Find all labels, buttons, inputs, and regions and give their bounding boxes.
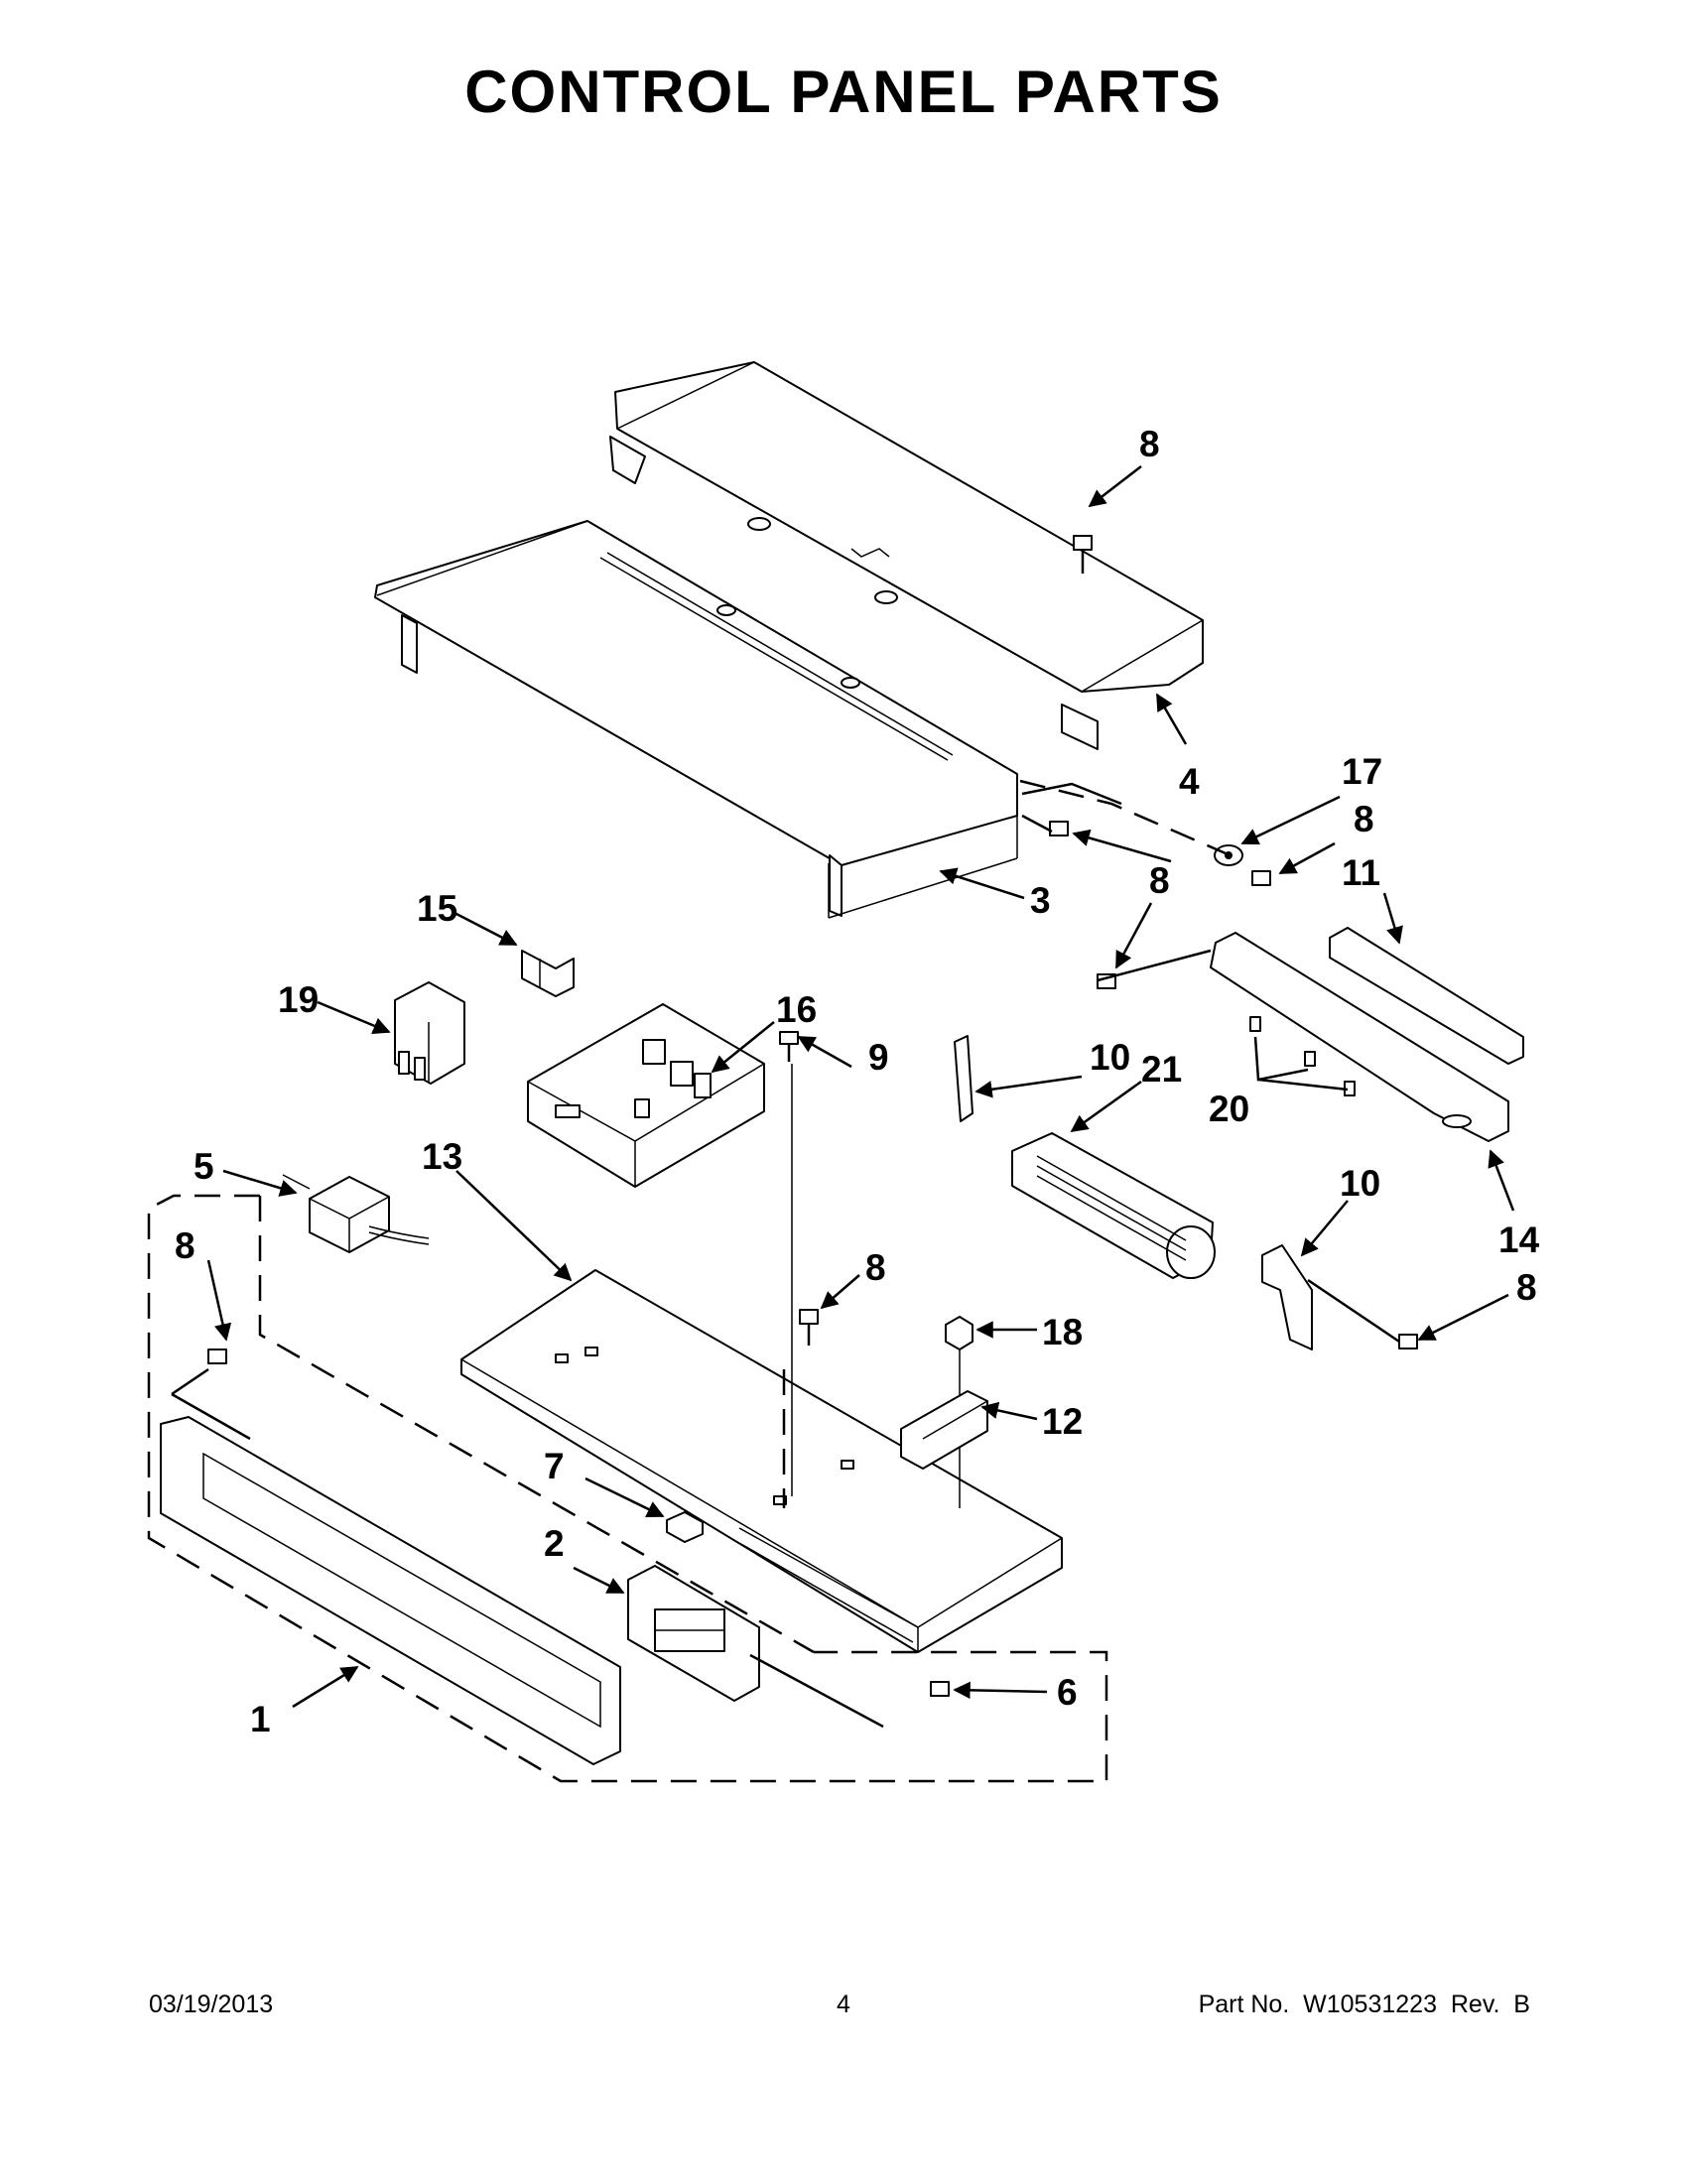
- callout-16: 16: [776, 989, 817, 1030]
- callout-18: 18: [1042, 1312, 1083, 1352]
- callout-11: 11: [1342, 852, 1380, 893]
- screw-8g: [1398, 1334, 1418, 1349]
- screw-8c: [1049, 821, 1069, 836]
- callout-4: 4: [1179, 761, 1200, 802]
- callout-19: 19: [278, 979, 319, 1020]
- callout-9: 9: [868, 1037, 889, 1078]
- screw-8f: [799, 1309, 819, 1346]
- callout-2: 2: [544, 1523, 565, 1564]
- part-7-clip: [666, 1511, 704, 1543]
- part-11-strip: [1329, 927, 1524, 1065]
- callout-arrows: [206, 465, 1515, 1709]
- part-19-relay: [394, 981, 465, 1085]
- page-title: CONTROL PANEL PARTS: [464, 59, 1223, 125]
- part-15-bracket: [521, 950, 575, 997]
- callout-17: 17: [1342, 751, 1382, 792]
- footer-page-number: 4: [837, 1991, 850, 2018]
- callout-8: 8: [1516, 1267, 1537, 1308]
- part-13-base-plate: [460, 1269, 1063, 1653]
- callout-7: 7: [544, 1446, 565, 1486]
- part-20-pins: [1249, 1016, 1356, 1096]
- callout-10: 10: [1090, 1037, 1130, 1078]
- callout-3: 3: [1030, 880, 1051, 921]
- callout-8: 8: [865, 1247, 886, 1288]
- callout-labels: 8 4 17 8 11 8 3 15 19 16 9 10 21 20 5 13…: [175, 424, 1540, 1739]
- callout-8: 8: [1139, 424, 1160, 464]
- callout-8: 8: [175, 1225, 195, 1266]
- part-14-bracket: [1210, 932, 1509, 1142]
- screw-6: [930, 1681, 950, 1697]
- footer-date: 03/19/2013: [149, 1991, 274, 2018]
- part-5-transformer: [282, 1174, 430, 1253]
- screw-8e: [207, 1349, 227, 1364]
- callout-14: 14: [1498, 1220, 1540, 1260]
- callout-10: 10: [1340, 1163, 1380, 1204]
- part-16-control-board-bracket: [527, 1003, 765, 1188]
- callout-12: 12: [1042, 1401, 1083, 1442]
- part-12-terminal-block: [900, 1390, 988, 1470]
- screw-8b: [1251, 870, 1271, 886]
- part-4-rear-cover: [609, 361, 1204, 750]
- assembly-dashed-outline: [147, 779, 1227, 1783]
- callout-20: 20: [1209, 1089, 1249, 1129]
- screw-8a: [1073, 535, 1093, 574]
- part-2-control-board: [627, 1565, 760, 1702]
- part-9-screw: [779, 1031, 799, 1496]
- callout-1: 1: [250, 1699, 271, 1739]
- callout-6: 6: [1057, 1672, 1078, 1713]
- part-21-blower: [1011, 1132, 1216, 1279]
- callout-8: 8: [1149, 860, 1170, 901]
- part-1-console-trim: [160, 1416, 621, 1765]
- callout-8: 8: [1354, 799, 1374, 839]
- footer-part-number: Part No. W10531223 Rev. B: [1198, 1991, 1530, 2018]
- part-3-housing: [374, 520, 1018, 919]
- callout-5: 5: [194, 1146, 214, 1187]
- callout-21: 21: [1141, 1049, 1182, 1090]
- part-10-bracket-a: [954, 1035, 973, 1122]
- callout-15: 15: [417, 888, 457, 929]
- lead-lines: [171, 782, 1400, 1729]
- part-10-bracket-b: [1261, 1244, 1313, 1350]
- part-17-grommet: [1214, 844, 1243, 866]
- callout-13: 13: [422, 1136, 462, 1177]
